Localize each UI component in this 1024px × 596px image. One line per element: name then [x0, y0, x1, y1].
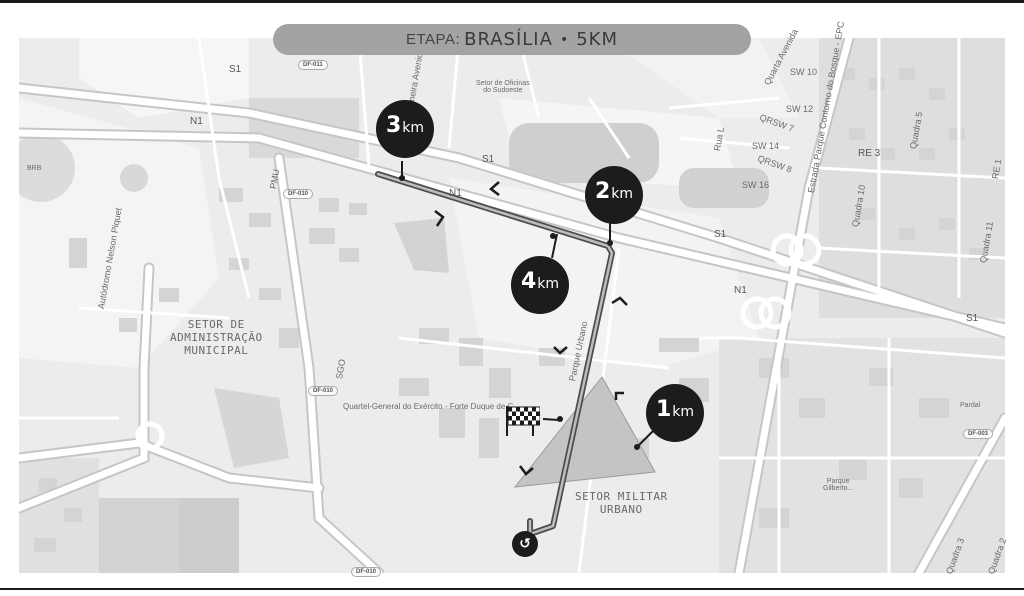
road-label: SW 12: [786, 104, 814, 114]
lake: [679, 168, 769, 208]
road-label: N1: [190, 116, 203, 127]
km-marker-unit: km: [537, 276, 560, 292]
stage-city: BRASÍLIA: [464, 29, 553, 50]
military-zone: [513, 376, 656, 488]
lake: [509, 123, 659, 183]
area-label-military: SETOR MILITAR URBANO: [575, 490, 668, 516]
area-label-admin: SETOR DE ADMINISTRAÇÃO MUNICIPAL: [170, 318, 263, 357]
road-label: RE 3: [858, 148, 881, 159]
direction-chevron-icon: [611, 296, 628, 306]
stage-separator: •: [559, 31, 570, 48]
highway-shield: DF-003: [963, 429, 994, 439]
checkered-flag-icon[interactable]: [504, 404, 540, 438]
urban-block: [819, 38, 1005, 318]
road-label: Quartel-General do Exército - Forte Duqu…: [343, 402, 520, 411]
field: [394, 218, 449, 273]
direction-chevrons: [434, 181, 628, 476]
direction-chevron-icon: [519, 465, 534, 476]
direction-chevron-icon: [489, 181, 500, 196]
map-canvas: [19, 38, 1005, 573]
field: [84, 498, 184, 573]
direction-chevron-icon: [553, 346, 568, 355]
road-label: Parque Gilberto...: [823, 478, 854, 492]
direction-chevron-icon: [614, 391, 624, 400]
stage-banner: ETAPA: BRASÍLIA • 5KM: [273, 24, 751, 55]
buildings: [34, 68, 985, 552]
top-rule: [0, 0, 1024, 3]
map[interactable]: [19, 38, 1005, 573]
highway-shield: DF-010: [351, 567, 382, 577]
road-label: Pardal: [960, 402, 981, 409]
field: [179, 498, 239, 573]
road-label: SW 16: [742, 180, 770, 190]
road-label: SW 14: [752, 141, 780, 151]
direction-chevron-icon: [434, 210, 445, 227]
stadium: [120, 164, 148, 192]
road-label: BRB: [27, 165, 42, 172]
u-turn-icon[interactable]: ↺: [512, 531, 538, 557]
km-marker-unit: km: [402, 120, 425, 136]
highway-shield: DF-010: [283, 189, 314, 199]
km-marker-number: 2: [594, 179, 611, 204]
marker-anchors: [399, 175, 640, 450]
road-label: S1: [966, 313, 979, 324]
road-label: S1: [482, 154, 495, 165]
field: [214, 388, 289, 468]
stadium: [19, 134, 75, 202]
km-marker-number: 1: [655, 397, 672, 422]
road-label: S1: [714, 229, 727, 240]
km-marker-number: 4: [520, 269, 537, 294]
road-label: N1: [449, 188, 462, 199]
road-label: N1: [734, 285, 747, 296]
road-label: S1: [229, 64, 242, 75]
roads: [19, 38, 1005, 573]
km-marker-unit: km: [611, 186, 634, 202]
road-label: Setor de Oficinas do Sudoeste: [476, 80, 530, 94]
highway-shield: DF-011: [298, 60, 328, 70]
interchange: [135, 233, 822, 451]
bottom-rule: [0, 588, 1024, 590]
open-area: [619, 38, 799, 118]
road-label: SW 10: [790, 67, 818, 77]
highway-shield: DF-010: [308, 386, 339, 396]
stage-prefix: ETAPA:: [405, 31, 461, 48]
km-marker-number: 3: [385, 113, 402, 138]
km-marker-unit: km: [672, 404, 695, 420]
stage-distance: 5KM: [576, 29, 618, 50]
